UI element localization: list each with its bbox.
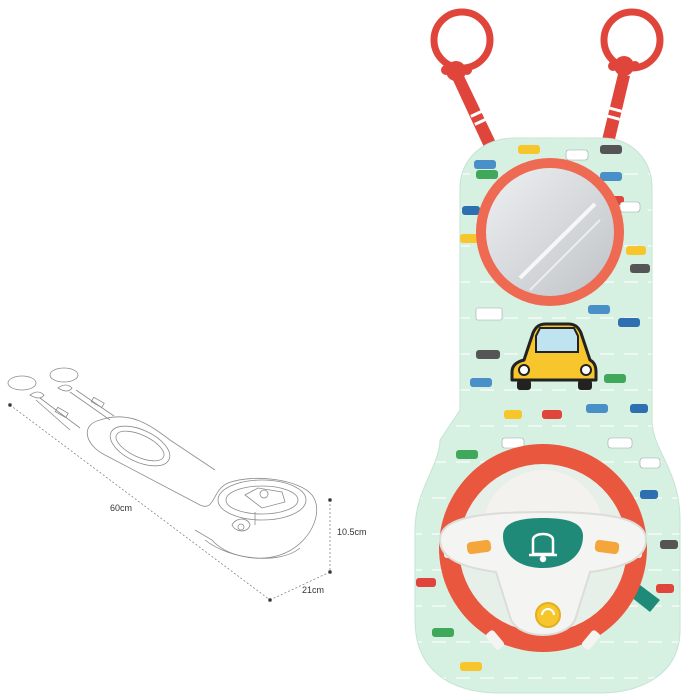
horn-button[interactable] <box>503 518 583 568</box>
steering-wheel[interactable] <box>438 444 660 652</box>
right-indicator-button[interactable] <box>594 539 620 555</box>
dimension-lines <box>8 403 332 602</box>
left-indicator-button[interactable] <box>466 539 492 555</box>
width-dimension-label: 21cm <box>302 585 325 595</box>
baby-mirror <box>476 158 624 306</box>
yellow-button[interactable] <box>535 602 561 628</box>
drawing-board-outline <box>87 416 317 559</box>
drawing-hanging-loops <box>7 367 115 431</box>
dimension-drawing <box>7 367 317 559</box>
car-icon[interactable] <box>510 322 598 390</box>
height-dimension-label: 10.5cm <box>337 527 367 537</box>
left-strap <box>430 8 502 160</box>
drawing-mirror <box>109 425 171 467</box>
hanging-straps <box>430 8 664 160</box>
right-strap <box>600 8 664 152</box>
length-dimension-label: 60cm <box>110 503 133 513</box>
bell-icon <box>529 532 557 563</box>
drawing-steering-wheel <box>217 479 307 532</box>
